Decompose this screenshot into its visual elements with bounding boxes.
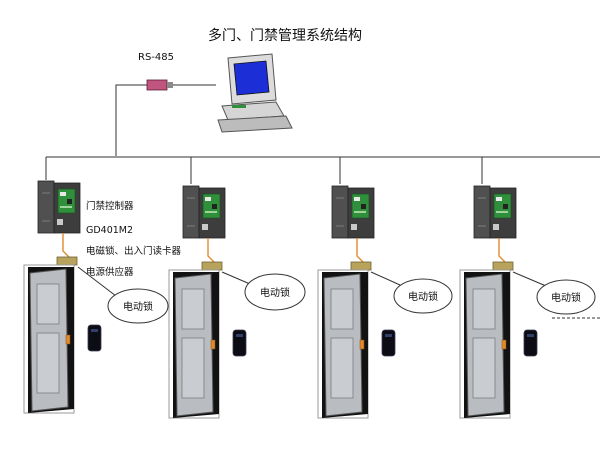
controller-label-2: GD401M2 — [86, 225, 133, 236]
lock-callout-4 — [536, 279, 596, 315]
lock-callout-1 — [107, 288, 169, 324]
wiring — [45, 84, 600, 184]
controller-label-4: 电源供应器 — [86, 266, 134, 278]
lock-label-2: 电动锁 — [260, 286, 290, 299]
lock-callouts: 电动锁 电动锁 电动锁 电动锁 — [77, 266, 600, 324]
controller-label-1: 门禁控制器 — [86, 200, 134, 212]
lock-callout-3 — [393, 278, 453, 314]
lock-label-3: 电动锁 — [408, 290, 438, 303]
converter-icon — [146, 79, 173, 91]
door-unit-2 — [168, 185, 247, 419]
diagram-title: 多门、门禁管理系统结构 — [208, 27, 362, 44]
door-unit-3 — [317, 185, 396, 419]
door-unit-1 — [23, 180, 102, 414]
controller-annotation: 门禁控制器 GD401M2 电磁锁、出入门读卡器 电源供应器 — [86, 200, 182, 278]
controller-label-3: 电磁锁、出入门读卡器 — [86, 245, 182, 257]
lock-label-4: 电动锁 — [551, 291, 581, 304]
door-unit-4 — [459, 185, 538, 419]
bus-label: RS-485 — [138, 52, 174, 63]
lock-label-1: 电动锁 — [123, 300, 153, 313]
computer-icon — [217, 53, 293, 133]
lock-callout-2 — [244, 273, 306, 311]
